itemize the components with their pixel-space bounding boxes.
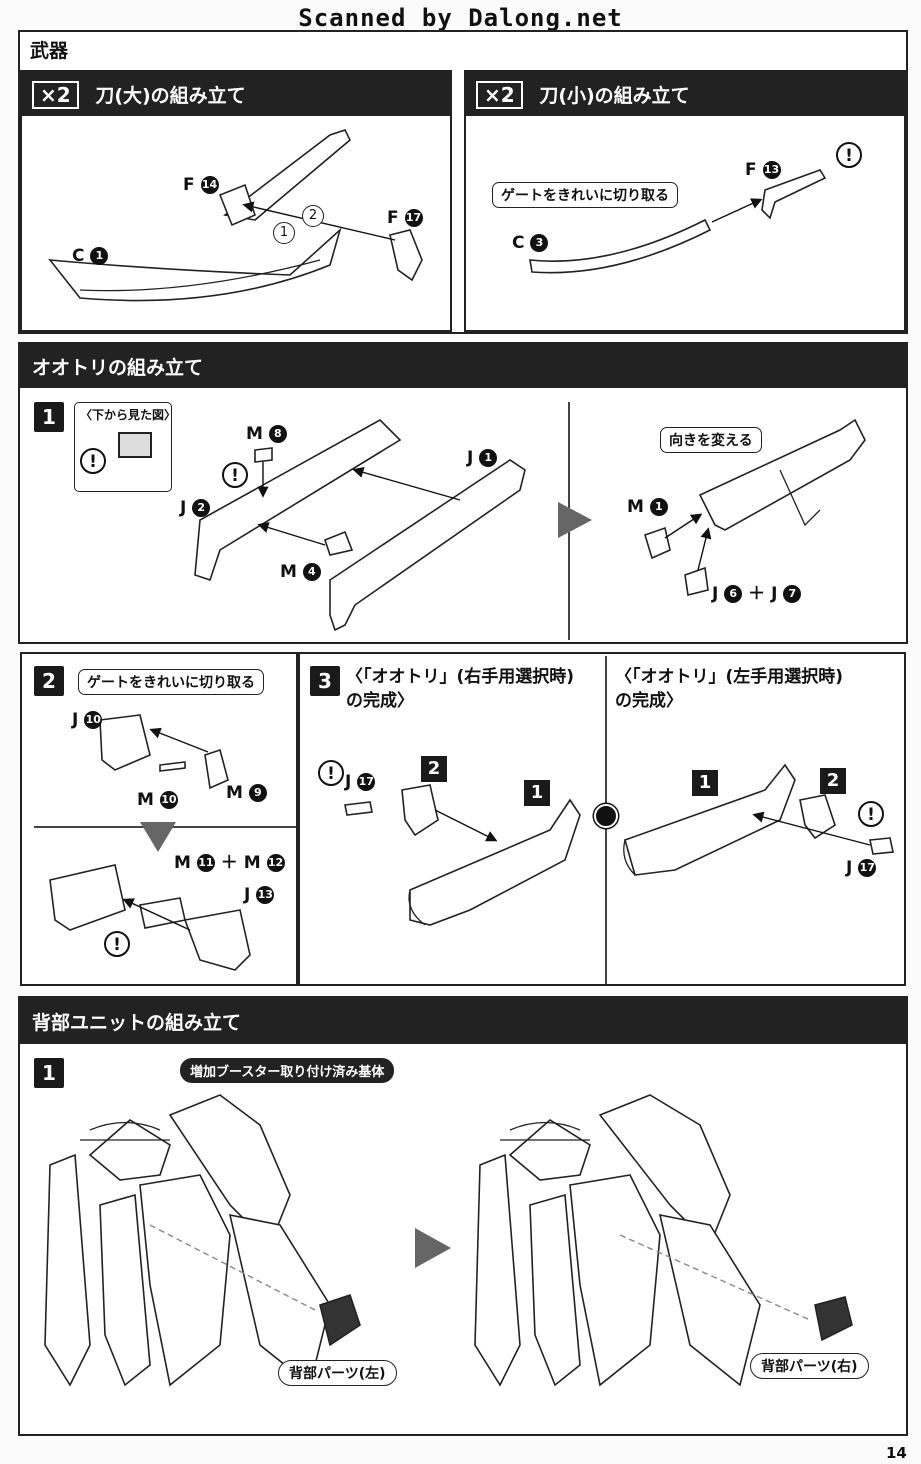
- part-j17-label: J 17: [345, 772, 376, 792]
- robot-right-drawing: [474, 1094, 853, 1387]
- part-f14-label: F 14: [183, 175, 219, 195]
- multiplier-badge: ×2: [32, 81, 79, 109]
- ootori-step2-panel: [20, 652, 298, 986]
- back-unit-header: 背部ユニットの組み立て: [20, 998, 906, 1044]
- part-j13-label: J 13: [244, 885, 275, 905]
- part-c3-label: C 3: [512, 233, 549, 253]
- watermark: Scanned by Dalong.net: [298, 4, 623, 32]
- left-hand-title: 〈「オオトリ」(左手用選択時) の完成〉: [615, 667, 844, 711]
- large-blade-drawing: [48, 129, 423, 302]
- mirror-icon: [594, 804, 618, 828]
- part-number: 1: [649, 498, 668, 516]
- part-m10-label: M 10: [137, 790, 178, 810]
- part-number: 1: [479, 449, 498, 467]
- gate-note-callout: ゲートをきれいに切り取る: [78, 669, 264, 695]
- part-number: 6: [724, 585, 743, 603]
- part-number: 10: [159, 791, 178, 809]
- part-j17-label: J 17: [846, 858, 877, 878]
- part-m9-label: M 9: [226, 783, 267, 803]
- part-m11-m12-label: M 11 ＋ M 12: [174, 853, 285, 873]
- ootori-step1-result: [644, 418, 866, 596]
- arrow-down-icon: [140, 822, 176, 852]
- ootori-left-drawing: [623, 763, 894, 876]
- right-hand-title: 〈「オオトリ」(右手用選択時) の完成〉: [346, 667, 575, 711]
- large-blade-title: 刀(大)の組み立て: [95, 85, 246, 107]
- part-number: 13: [256, 886, 275, 904]
- step-1-badge: 1: [34, 1058, 64, 1088]
- ref-box-1: 1: [692, 770, 718, 796]
- part-number: 17: [404, 209, 423, 227]
- part-number: 1: [90, 247, 109, 265]
- part-number: 8: [268, 425, 287, 443]
- robot-left-drawing: [44, 1094, 361, 1387]
- ref-box-1: 1: [524, 780, 550, 806]
- small-blade-header: ×2 刀(小)の組み立て: [466, 72, 904, 116]
- arrow-right-icon: [415, 1228, 451, 1268]
- page-number: 14: [886, 1444, 907, 1462]
- base-label: 増加ブースター取り付け済み基体: [180, 1058, 395, 1083]
- step-3-badge: 3: [310, 666, 340, 696]
- warning-icon: !: [836, 142, 862, 168]
- part-number: 4: [302, 563, 321, 581]
- gate-note-callout: ゲートをきれいに切り取る: [492, 182, 678, 208]
- part-f17-label: F 17: [387, 208, 423, 228]
- small-blade-title: 刀(小)の組み立て: [539, 85, 690, 107]
- part-j6-j7-label: J 6 ＋ J 7: [712, 579, 802, 604]
- inset-caption: 〈下から見た図〉: [80, 408, 177, 422]
- part-m4-label: M 4: [280, 562, 321, 582]
- part-number: 14: [200, 176, 219, 194]
- ootori-step2-result: [49, 864, 251, 971]
- inset-part: [118, 432, 152, 458]
- ootori-step1-drawing: [194, 419, 526, 632]
- part-number: 3: [530, 234, 549, 252]
- small-blade-drawing: [529, 169, 827, 274]
- ref-box-2: 2: [820, 768, 846, 794]
- warning-icon: !: [318, 760, 344, 786]
- step-2-badge: 2: [34, 666, 64, 696]
- part-number: 10: [84, 711, 103, 729]
- part-number: 2: [192, 499, 211, 517]
- warning-icon: !: [80, 448, 106, 474]
- order-marker-1: 1: [273, 222, 295, 244]
- part-number: 12: [266, 854, 285, 872]
- warning-icon: !: [104, 931, 130, 957]
- part-f13-label: F 13: [745, 160, 781, 180]
- warning-icon: !: [858, 801, 884, 827]
- part-number: 9: [248, 784, 267, 802]
- turn-note-callout: 向きを変える: [660, 427, 762, 453]
- weapons-title: 武器: [30, 40, 69, 62]
- part-c1-label: C 1: [72, 246, 109, 266]
- part-number: 11: [196, 854, 215, 872]
- arrow-right-icon: [558, 502, 592, 538]
- part-j10-label: J 10: [72, 710, 103, 730]
- part-m8-label: M 8: [246, 424, 287, 444]
- large-blade-header: ×2 刀(大)の組み立て: [22, 72, 450, 116]
- multiplier-badge: ×2: [476, 81, 523, 109]
- ootori-right-drawing: [344, 784, 581, 926]
- order-marker-2: 2: [302, 205, 324, 227]
- back-part-left-label: 背部パーツ(左): [278, 1360, 397, 1386]
- part-number: 17: [858, 859, 877, 877]
- ref-box-2: 2: [421, 756, 447, 782]
- part-number: 13: [762, 161, 781, 179]
- ootori-header: オオトリの組み立て: [20, 344, 906, 388]
- back-part-right-label: 背部パーツ(右): [750, 1353, 869, 1379]
- warning-icon: !: [222, 462, 248, 488]
- part-m1-label: M 1: [627, 497, 668, 517]
- part-number: 17: [357, 773, 376, 791]
- step-1-badge: 1: [34, 402, 64, 432]
- part-j1-label: J 1: [467, 448, 498, 468]
- part-j2-label: J 2: [180, 498, 211, 518]
- ootori-step2-drawing: [99, 714, 229, 790]
- part-number: 7: [783, 585, 802, 603]
